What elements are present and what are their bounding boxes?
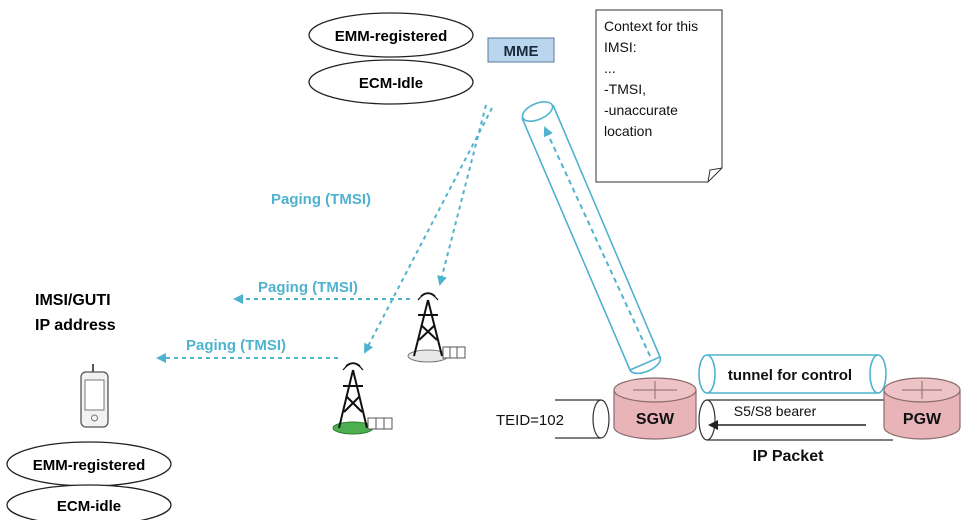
bearer-label: S5/S8 bearer [734, 403, 817, 419]
paging-label-lower: Paging (TMSI) [186, 337, 286, 354]
note-line-4: -TMSI, [604, 81, 646, 97]
note-fold [707, 167, 723, 183]
ecm-idle-ellipse-bottom [6, 484, 172, 520]
s5-s8-bearer-tunnel [698, 399, 893, 441]
note-line-2: IMSI: [604, 39, 637, 55]
pgw-node [883, 377, 961, 440]
control-tunnel-horizontal [698, 354, 887, 394]
enb-tower-lower [332, 362, 393, 435]
paging-label-top: Paging (TMSI) [271, 191, 371, 208]
control-tunnel-arrow [543, 126, 651, 357]
note-line-1: Context for this [604, 18, 698, 34]
enb-tower-upper [407, 292, 466, 363]
ecm-idle-ellipse-top [308, 59, 474, 105]
teid-label: TEID=102 [496, 412, 564, 429]
paging-label-middle: Paging (TMSI) [258, 279, 358, 296]
mme-label: MME [504, 43, 539, 60]
note-line-5: -unaccurate [604, 102, 678, 118]
sgw-label: SGW [636, 411, 675, 428]
emm-registered-label-top: EMM-registered [335, 28, 448, 45]
note-line-6: location [604, 123, 652, 139]
context-note-text: Context for this IMSI: ... -TMSI, -unacc… [604, 18, 698, 139]
ecm-idle-label-top: ECM-Idle [359, 75, 423, 92]
emm-registered-label-bottom: EMM-registered [33, 457, 146, 474]
paging-arrow-to-lower-enb [364, 107, 493, 354]
pgw-label: PGW [903, 411, 942, 428]
tunnel-for-control-label: tunnel for control [728, 367, 852, 384]
ecm-idle-label-bottom: ECM-idle [57, 498, 121, 515]
ue-ip-address-label: IP address [35, 317, 116, 334]
emm-registered-ellipse-top [308, 12, 474, 58]
ue-phone-icon [80, 364, 109, 428]
teid-tunnel [555, 399, 610, 439]
sgw-node [613, 377, 697, 440]
paging-arrow-to-upper-enb [437, 104, 487, 286]
control-tunnel-diagonal [521, 101, 662, 375]
ip-packet-label: IP Packet [753, 448, 825, 465]
mme-box [487, 37, 555, 63]
note-line-3: ... [604, 60, 616, 76]
context-note [595, 9, 723, 183]
ue-imsi-guti-label: IMSI/GUTI [35, 292, 111, 309]
